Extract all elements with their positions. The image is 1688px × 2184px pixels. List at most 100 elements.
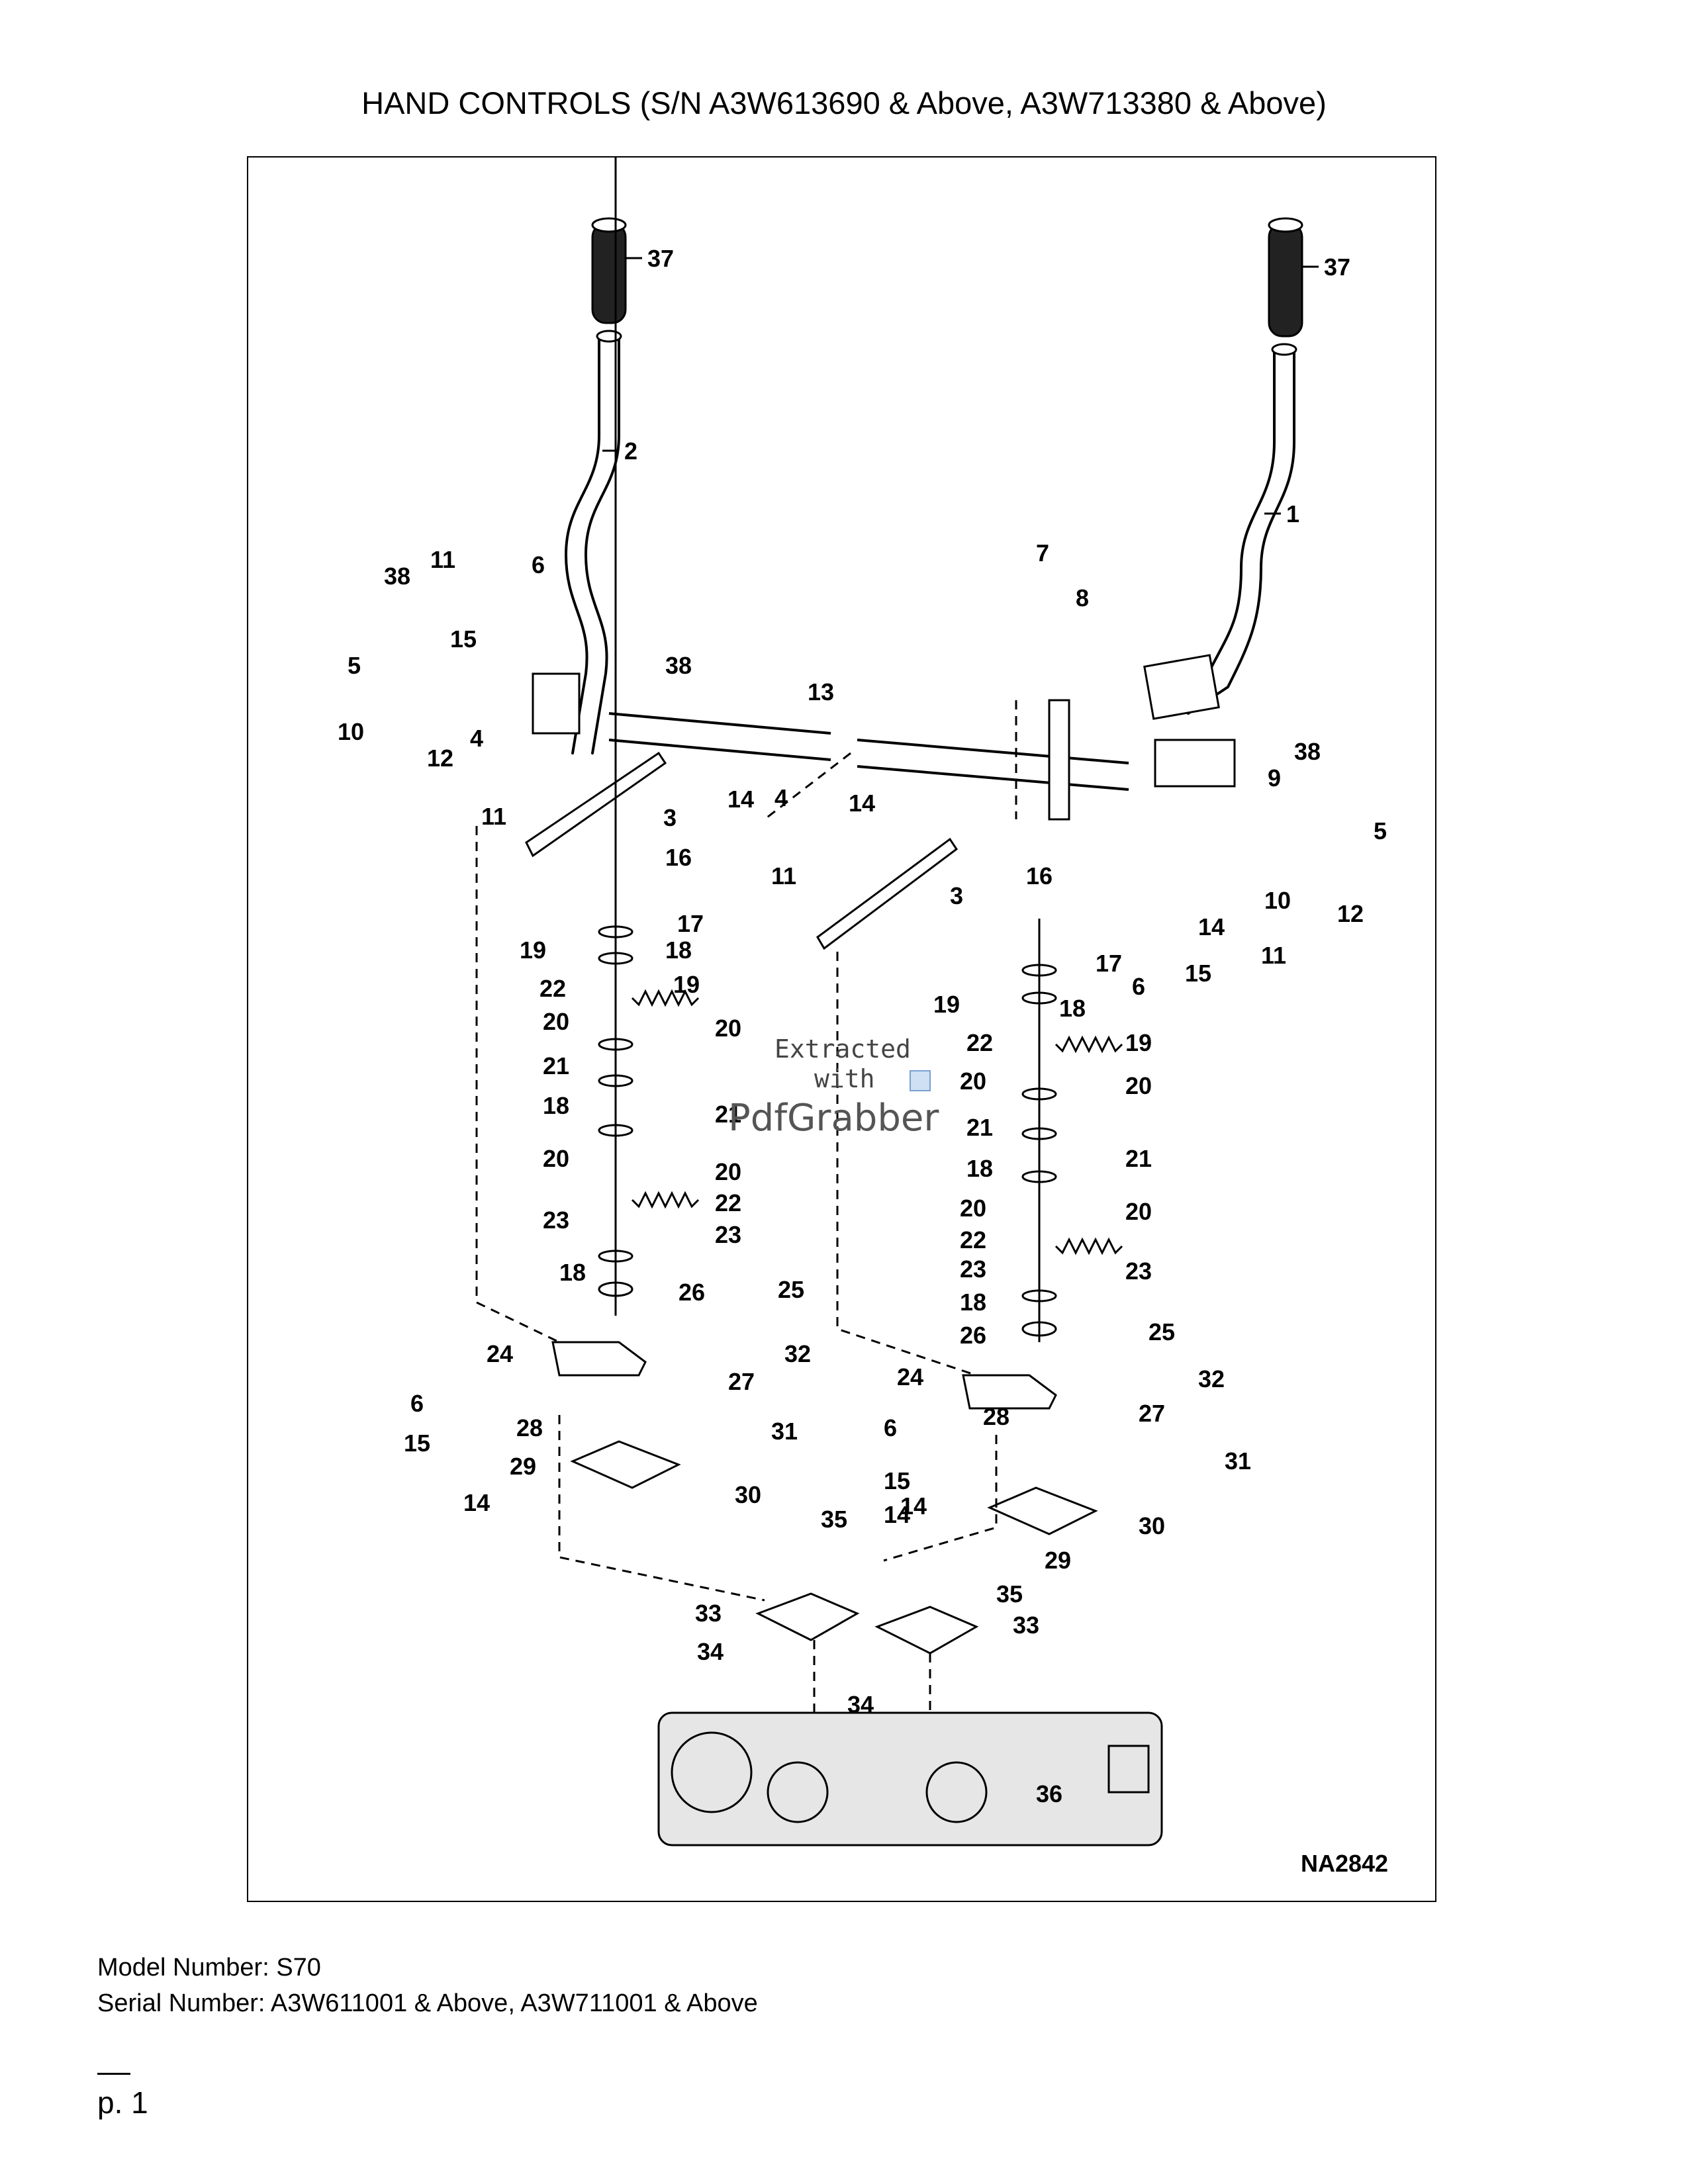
- callout: 5: [1374, 817, 1387, 844]
- callout: 20: [960, 1195, 986, 1222]
- callout: 11: [771, 862, 796, 889]
- callout: 20: [715, 1158, 741, 1185]
- callout: 5: [348, 652, 361, 679]
- callout: 14: [463, 1489, 490, 1516]
- pump-assembly: [657, 1711, 1163, 1846]
- callout: 26: [960, 1322, 986, 1349]
- callout: 20: [1125, 1072, 1152, 1099]
- callout: 13: [808, 678, 834, 705]
- callout: 1: [1286, 500, 1299, 527]
- callout: 6: [884, 1414, 897, 1441]
- callout: 7: [1036, 539, 1049, 567]
- left-plate: [570, 1440, 681, 1489]
- callout: 38: [1294, 738, 1321, 765]
- callout: 31: [771, 1418, 798, 1445]
- callout: 25: [778, 1276, 804, 1303]
- callout: 19: [673, 971, 700, 998]
- watermark-logo-icon: [910, 1070, 931, 1091]
- callout: 12: [1337, 900, 1364, 927]
- callout: 18: [1059, 995, 1086, 1022]
- callout: 19: [520, 936, 546, 964]
- left-handle-tube: [564, 335, 600, 754]
- callout: 34: [847, 1691, 874, 1718]
- callout: 19: [1125, 1029, 1152, 1056]
- callout: 21: [1125, 1145, 1152, 1172]
- callout: 27: [1139, 1400, 1165, 1427]
- callout: 18: [960, 1289, 986, 1316]
- left-pivot-arm: [551, 1341, 647, 1377]
- callout: 22: [715, 1189, 741, 1216]
- callout: 11: [481, 803, 506, 830]
- callout: 28: [983, 1403, 1009, 1430]
- callout: 6: [410, 1390, 424, 1417]
- callout: 9: [1268, 764, 1281, 792]
- right-handle-tube: [1167, 348, 1276, 702]
- callout: 24: [487, 1340, 513, 1367]
- callout: 12: [427, 745, 453, 772]
- callout: 20: [960, 1068, 986, 1095]
- right-pivot-arm: [962, 1374, 1057, 1410]
- page-divider: [97, 2073, 130, 2075]
- callout: 16: [1026, 862, 1053, 889]
- callout: 20: [543, 1008, 569, 1035]
- callout: 26: [679, 1279, 705, 1306]
- callout: 29: [1045, 1547, 1071, 1574]
- callout: 29: [510, 1453, 536, 1480]
- callout: 18: [559, 1259, 586, 1286]
- callout: 22: [960, 1226, 986, 1253]
- callout: 35: [996, 1580, 1023, 1608]
- callout: 23: [715, 1221, 741, 1248]
- callout: 38: [665, 652, 692, 679]
- watermark-line-3: PdfGrabber: [728, 1097, 939, 1140]
- callout: 14: [727, 786, 754, 813]
- callout: 15: [1185, 960, 1211, 987]
- callout: 33: [1013, 1612, 1039, 1639]
- callout: 19: [933, 991, 960, 1018]
- callout: 20: [543, 1145, 569, 1172]
- callout: 28: [516, 1414, 543, 1441]
- callout: 27: [728, 1368, 755, 1395]
- serial-number: Serial Number: A3W611001 & Above, A3W711…: [97, 1989, 758, 2017]
- callout: 11: [1261, 942, 1286, 969]
- left-shaft: [608, 712, 831, 761]
- center-lever-bar: [816, 837, 959, 950]
- callout-labels: 37 37 2 1 11 38 6 7 8 38 15 5 10 12 4 13…: [338, 245, 1387, 1807]
- callout: 23: [960, 1255, 986, 1283]
- callout: 30: [1139, 1512, 1165, 1539]
- callout: 22: [539, 975, 566, 1002]
- callout: 10: [1264, 887, 1291, 914]
- callout: 4: [774, 784, 788, 811]
- callout: 37: [1324, 253, 1350, 281]
- page-title: HAND CONTROLS (S/N A3W613690 & Above, A3…: [361, 85, 1327, 120]
- callout: 31: [1225, 1447, 1251, 1475]
- callout: 18: [966, 1155, 993, 1182]
- model-number: Model Number: S70: [97, 1954, 321, 1981]
- parts-diagram: 37 37 2 1 11 38 6 7 8 38 15 5 10 12 4 13…: [338, 158, 1388, 1877]
- callout: 14: [884, 1501, 910, 1528]
- left-lever-bar: [525, 751, 667, 858]
- left-grip: [591, 222, 627, 324]
- callout: 37: [647, 245, 674, 272]
- page-number: p. 1: [97, 2085, 148, 2120]
- callout: 35: [821, 1506, 847, 1533]
- callout: 16: [665, 844, 692, 871]
- callout: 15: [404, 1430, 430, 1457]
- callout: 20: [715, 1015, 741, 1042]
- right-plate: [987, 1486, 1098, 1535]
- drawing-reference: NA2842: [1301, 1850, 1388, 1877]
- callout: 14: [1198, 913, 1225, 940]
- watermark-line-2: with: [814, 1064, 875, 1093]
- callout: 8: [1076, 584, 1089, 612]
- right-shaft: [857, 739, 1129, 791]
- callout: 11: [430, 546, 455, 573]
- callout: 6: [532, 551, 545, 578]
- callout: 18: [543, 1092, 569, 1119]
- callout: 15: [884, 1467, 910, 1494]
- callout: 2: [624, 437, 637, 465]
- callout: 30: [735, 1481, 761, 1508]
- callout: 4: [470, 725, 483, 752]
- callout: 32: [784, 1340, 811, 1367]
- callout: 20: [1125, 1198, 1152, 1225]
- callout: 3: [950, 882, 963, 909]
- callout: 24: [897, 1363, 923, 1390]
